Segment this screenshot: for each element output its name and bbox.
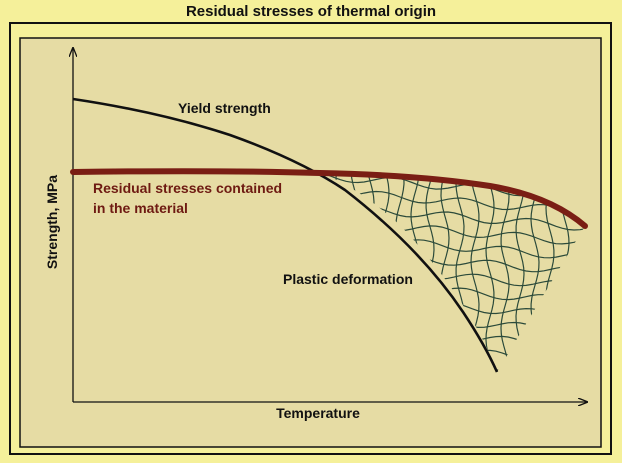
plastic-deformation-label: Plastic deformation xyxy=(283,271,413,287)
hatch-line xyxy=(500,173,510,372)
outer-frame xyxy=(9,22,612,455)
residual-stress-label-line1: Residual stresses contained xyxy=(93,180,282,196)
residual-stress-curve xyxy=(70,168,588,229)
x-axis-label: Temperature xyxy=(276,405,360,421)
diagram-title: Residual stresses of thermal origin xyxy=(185,3,437,20)
residual-stress-label-line2: in the material xyxy=(93,200,188,216)
y-axis-label: Strength, MPa xyxy=(44,175,60,269)
inner-panel xyxy=(19,37,602,448)
hatch-line xyxy=(485,173,495,372)
yield-strength-label: Yield strength xyxy=(178,100,271,116)
yield-strength-curve xyxy=(72,97,499,373)
